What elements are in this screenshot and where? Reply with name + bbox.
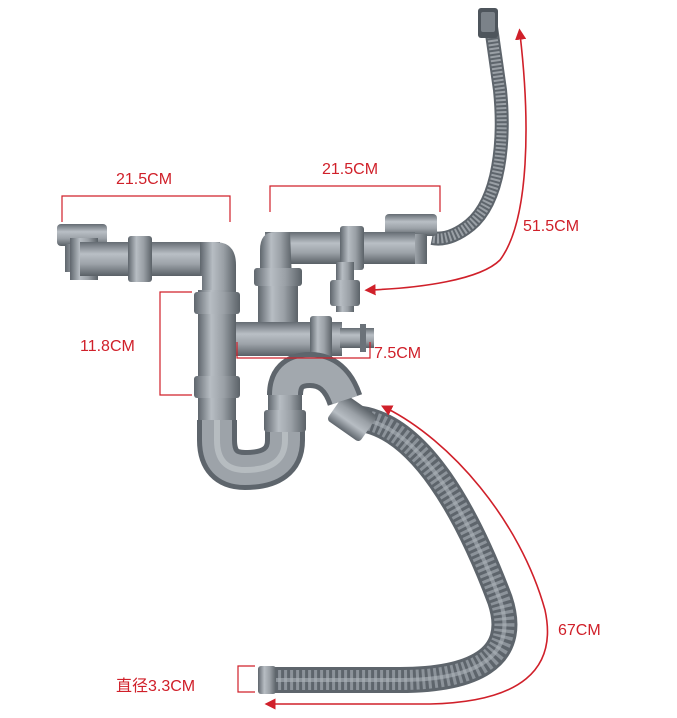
measure-arrows <box>264 28 549 710</box>
left-sink-width-label: 21.5CM <box>116 171 173 188</box>
standpipe <box>194 290 240 420</box>
overflow-hose-length-label: 51.5CM <box>523 218 580 235</box>
inlet-bracket <box>236 342 371 359</box>
overflow-hose <box>430 8 509 246</box>
tee-junction <box>232 316 374 362</box>
dimension-lines <box>61 185 441 693</box>
hose-diameter-label: 直径3.3CM <box>116 678 196 695</box>
left-width-bracket <box>61 195 231 222</box>
right-sink-width-label: 21.5CM <box>322 161 379 178</box>
drain-length-arrow <box>264 405 549 710</box>
overflow-length-arrow <box>364 28 527 296</box>
standpipe-height-label: 11.8CM <box>80 338 135 355</box>
left-sink-assembly <box>57 224 236 300</box>
diameter-bracket <box>237 665 255 693</box>
side-inlet-length-label: 7.5CM <box>374 345 422 362</box>
hose-end-cuff <box>258 666 276 694</box>
height-bracket <box>159 291 192 396</box>
drain-hose-length-label: 67CM <box>558 622 601 639</box>
right-width-bracket <box>269 185 441 212</box>
